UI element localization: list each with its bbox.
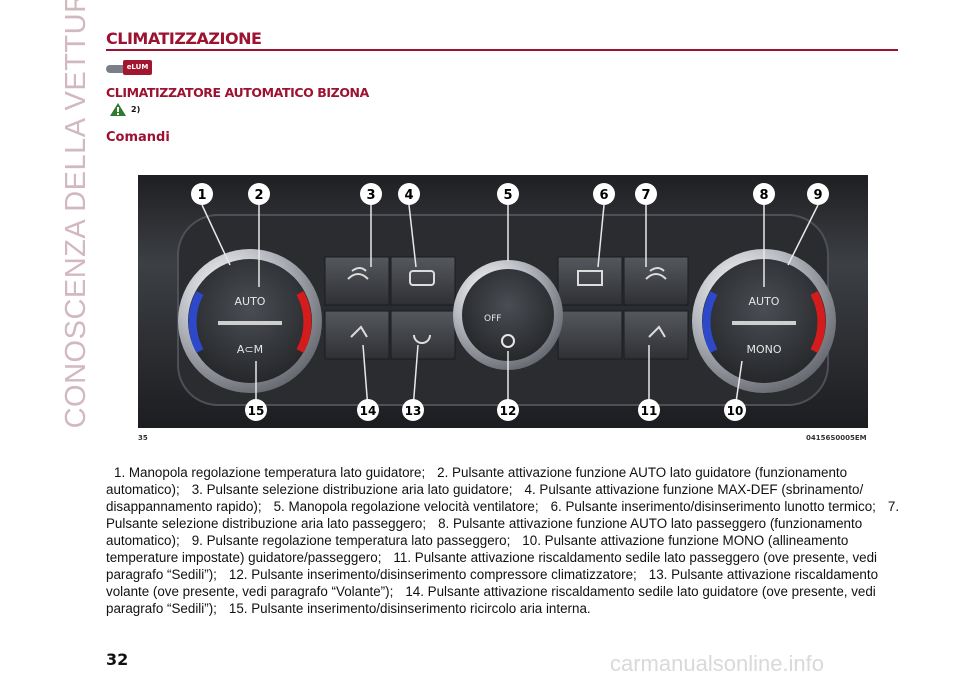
caption-item: 6. Pulsante inserimento/disinserimento l…: [550, 499, 876, 514]
callouts-top: 1 2 3 4 5 6 7 8 9: [191, 183, 829, 205]
figure-caption: 1. Manopola regolazione temperatura lato…: [106, 464, 901, 617]
callout-label: 3: [366, 188, 375, 203]
callout-label: 8: [759, 188, 768, 203]
callout-label: 15: [248, 404, 265, 418]
watermark: carmanualsonline.info: [610, 651, 825, 676]
climate-control-figure: AUTO A⊂M OFF AUTO MONO: [138, 175, 868, 428]
knob-left-top-label: AUTO: [235, 295, 266, 308]
callout-label: 12: [500, 404, 517, 418]
caption-item: 2. Pulsante attivazione funzione AUTO la…: [106, 465, 848, 497]
knob-left-bottom-label: A⊂M: [237, 343, 263, 356]
callout-label: 13: [405, 404, 422, 418]
knob-right-bottom-label: MONO: [746, 343, 781, 356]
callout-label: 5: [503, 188, 512, 203]
callout-label: 7: [641, 188, 650, 203]
caption-item: 9. Pulsante regolazione temperatura lato…: [191, 533, 511, 548]
callout-label: 4: [404, 188, 413, 203]
callout-label: 1: [197, 188, 206, 203]
warning-reference: 2): [131, 105, 141, 114]
caption-item: 1. Manopola regolazione temperatura lato…: [114, 465, 426, 480]
caption-item: 3. Pulsante selezione distribuzione aria…: [191, 482, 513, 497]
chapter-vertical-title: CONOSCENZA DELLA VETTURA: [60, 0, 92, 429]
callouts-bottom: 15 14 13 12 11 10: [245, 399, 746, 421]
subsection-title: CLIMATIZZATORE AUTOMATICO BIZONA: [106, 85, 369, 100]
page-number: 32: [106, 650, 129, 669]
caption-item: 10. Pulsante attivazione funzione MONO (…: [106, 533, 849, 565]
section-title: CLIMATIZZAZIONE: [106, 29, 262, 48]
caption-item: 7. Pulsante selezione distribuzione aria…: [106, 499, 900, 531]
caption-item: 11. Pulsante attivazione riscaldamento s…: [106, 550, 878, 582]
arrow-icon: [106, 65, 126, 73]
warning-icon: [110, 103, 126, 116]
callout-label: 2: [254, 188, 263, 203]
knob-right-top-label: AUTO: [749, 295, 780, 308]
callout-label: 6: [599, 188, 608, 203]
callout-label: 11: [641, 404, 658, 418]
elum-label: eLUM: [123, 60, 152, 75]
caption-item: 14. Pulsante attivazione riscaldamento s…: [106, 584, 876, 616]
caption-item: 8. Pulsante attivazione funzione AUTO la…: [106, 516, 863, 548]
caption-item: 13. Pulsante attivazione riscaldamento v…: [106, 567, 879, 599]
callout-label: 10: [727, 404, 744, 418]
callout-label: 9: [813, 188, 822, 203]
elum-badge: eLUM: [106, 60, 152, 76]
climate-panel-illustration: AUTO A⊂M OFF AUTO MONO: [138, 175, 868, 428]
caption-item: 15. Pulsante inserimento/disinserimento …: [228, 601, 591, 616]
knob-center-label: OFF: [484, 314, 501, 324]
section-divider: [106, 49, 898, 51]
caption-item: 4. Pulsante attivazione funzione MAX-DEF…: [106, 482, 864, 514]
controls-heading: Comandi: [106, 130, 170, 145]
callout-label: 14: [360, 404, 377, 418]
figure-code: 04156S0005EM: [806, 434, 867, 442]
figure-number: 35: [138, 434, 148, 442]
caption-item: 12. Pulsante inserimento/disinserimento …: [228, 567, 637, 582]
caption-item: 5. Manopola regolazione velocità ventila…: [273, 499, 539, 514]
